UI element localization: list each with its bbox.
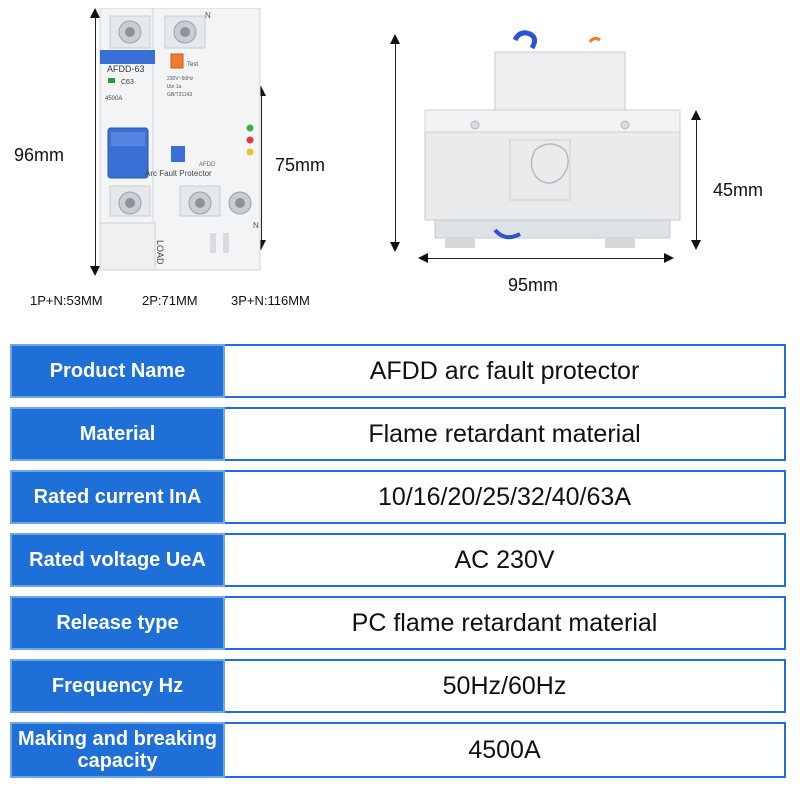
arrow-left-icon: [418, 253, 428, 263]
spec-label: Rated current InA: [10, 470, 225, 524]
spec-row-frequency: Frequency Hz 50Hz/60Hz: [10, 659, 786, 713]
side-height-label: 45mm: [713, 180, 764, 200]
spec-label: Making and breaking capacity: [10, 722, 225, 778]
front-height-label: 96mm: [14, 145, 65, 165]
spec-value: PC flame retardant material: [225, 596, 786, 650]
spec-row-rated-voltage: Rated voltage UeA AC 230V: [10, 533, 786, 587]
spec-value: Flame retardant material: [225, 407, 786, 461]
capacity-label: 4500A: [105, 96, 122, 102]
n-mark-bottom: N: [253, 221, 259, 230]
trip-label: IΔn 1a: [167, 84, 182, 90]
spec-row-material: Material Flame retardant material: [10, 407, 786, 461]
brand-label: AFDD: [199, 162, 216, 168]
spec-value: 50Hz/60Hz: [225, 659, 786, 713]
afdd-front-view-illustration: N AFDD-63 C63 4500A Test 230V~50Hz IΔn 1…: [99, 8, 261, 271]
spec-label: Frequency Hz: [10, 659, 225, 713]
n-mark-top: N: [205, 11, 211, 20]
spec-label: Release type: [10, 596, 225, 650]
spec-row-breaking-capacity: Making and breaking capacity 4500A: [10, 722, 786, 778]
spec-value: 10/16/20/25/32/40/63A: [225, 470, 786, 524]
afdd-side-view-illustration: [424, 30, 681, 248]
spec-value: AC 230V: [225, 533, 786, 587]
spec-label: Rated voltage UeA: [10, 533, 225, 587]
voltage-spec-label: 230V~50Hz: [167, 76, 194, 82]
arrow-down-icon: [256, 240, 266, 250]
width-note-2p: 2P:71MM: [142, 293, 198, 308]
side-width-label: 95mm: [508, 275, 559, 295]
arrow-up-icon: [256, 86, 266, 96]
spec-label: Product Name: [10, 344, 225, 398]
arrow-right-icon: [664, 253, 674, 263]
spec-label: Material: [10, 407, 225, 461]
rating-label: C63: [121, 79, 134, 86]
arrow-up-icon: [90, 8, 100, 18]
product-text-label: Arc Fault Protector: [145, 169, 212, 178]
spec-value: AFDD arc fault protector: [225, 344, 786, 398]
width-note-3p-n: 3P+N:116MM: [231, 293, 310, 308]
arrow-down-icon: [390, 242, 400, 252]
arrow-down-icon: [691, 240, 701, 250]
width-note-1p-n: 1P+N:53MM: [30, 293, 103, 308]
model-label: AFDD-63: [107, 64, 145, 74]
front-depth-label: 75mm: [275, 155, 326, 175]
spec-row-release-type: Release type PC flame retardant material: [10, 596, 786, 650]
arrow-up-icon: [390, 34, 400, 44]
spec-row-rated-current: Rated current InA 10/16/20/25/32/40/63A: [10, 470, 786, 524]
standard-label: GB/T31143: [167, 92, 192, 98]
arrow-down-icon: [90, 266, 100, 276]
test-label: Test: [187, 62, 198, 68]
spec-row-product-name: Product Name AFDD arc fault protector: [10, 344, 786, 398]
arrow-up-icon: [691, 110, 701, 120]
spec-value: 4500A: [225, 722, 786, 778]
load-label: LOAD: [155, 240, 165, 265]
